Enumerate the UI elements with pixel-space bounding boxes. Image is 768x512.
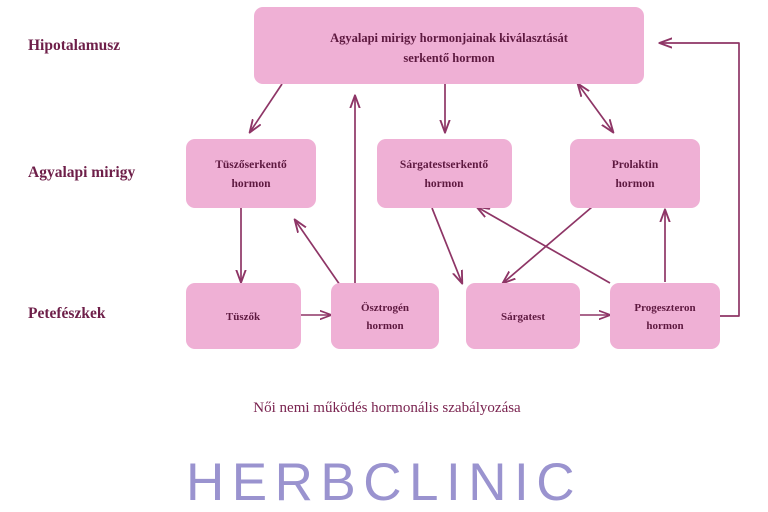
node-prog-box[interactable] [610,283,720,349]
node-lh-line2: hormon [425,178,465,190]
edge-prog-to-grh-feedback [660,43,740,317]
node-prl[interactable]: Prolaktin hormon [570,139,700,208]
node-cl-box[interactable] [466,283,580,349]
edge-lh-to-cl [431,207,462,283]
node-foll-box[interactable] [186,283,301,349]
node-lh-line1: Sárgatestserkentő [400,159,488,171]
diagram-caption: Női nemi működés hormonális szabályozása [253,400,521,416]
node-fsh-line1: Tüszőserkentő [215,159,287,171]
node-grh[interactable]: Agyalapi mirigy hormonjainak kiválasztás… [254,7,644,84]
edge-prl-to-cl [503,206,593,283]
node-foll-line1: Tüszők [226,311,261,323]
edge-layer [241,43,740,317]
node-prog-line2: hormon [646,320,683,332]
node-prog[interactable]: Progeszteron hormon [610,283,720,349]
edge-grh-to-fsh [250,83,283,132]
edge-prog-to-lh [477,207,611,284]
node-cl-line1: Sárgatest [501,311,545,323]
row-label-hypothalamus: Hipotalamusz [28,37,120,54]
node-estr[interactable]: Ösztrogén hormon [331,283,439,349]
node-estr-line2: hormon [366,320,403,332]
edge-grh-to-prl [578,84,613,132]
node-prl-line2: hormon [616,178,656,190]
node-foll[interactable]: Tüszők [186,283,301,349]
node-fsh-line2: hormon [232,178,272,190]
row-label-pituitary: Agyalapi mirigy [28,164,135,181]
brand-wordmark: HERBCLINIC [186,453,582,512]
edge-estr-to-fsh [295,220,341,286]
node-cl[interactable]: Sárgatest [466,283,580,349]
node-estr-box[interactable] [331,283,439,349]
node-grh-line1: Agyalapi mirigy hormonjainak kiválasztás… [330,31,569,45]
node-prl-line1: Prolaktin [612,159,659,171]
node-grh-box[interactable] [254,7,644,84]
node-prog-line1: Progeszteron [634,302,695,314]
node-layer: Agyalapi mirigy hormonjainak kiválasztás… [186,7,720,349]
node-prl-box[interactable] [570,139,700,208]
node-lh[interactable]: Sárgatestserkentő hormon [377,139,512,208]
node-fsh[interactable]: Tüszőserkentő hormon [186,139,316,208]
node-fsh-box[interactable] [186,139,316,208]
node-grh-line2: serkentő hormon [403,51,494,65]
node-lh-box[interactable] [377,139,512,208]
row-label-ovaries: Petefészkek [28,305,106,322]
node-estr-line1: Ösztrogén [361,301,409,314]
